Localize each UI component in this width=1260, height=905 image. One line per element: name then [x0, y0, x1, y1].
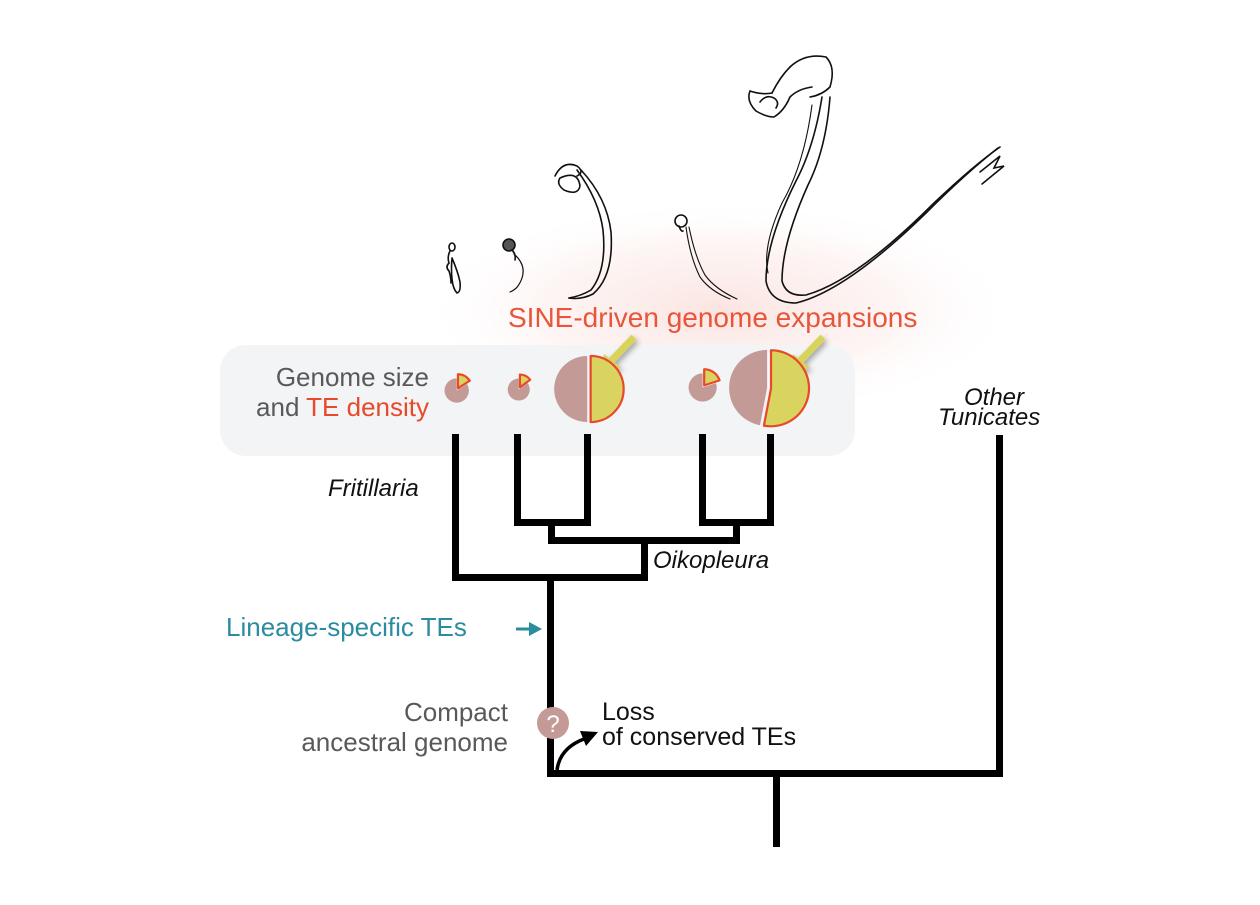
organism-icon-oikopleura-1 [502, 238, 524, 293]
organism-icon-oikopleura-4 [748, 55, 1005, 304]
pie-genome-slice [729, 349, 768, 426]
compact-genome-line2: ancestral genome [301, 727, 508, 757]
phylogenetic-tree [452, 434, 1003, 847]
clade-label-other-line2: Tunicates [938, 404, 1041, 431]
genome-pie-5 [729, 349, 811, 428]
clade-label-fritillaria: Fritillaria [328, 475, 419, 502]
lineage-specific-label: Lineage-specific TEs [226, 612, 467, 642]
legend-and: and [256, 392, 307, 422]
pie-te-slice [589, 354, 625, 424]
question-mark-text: ? [546, 711, 559, 738]
loss-label-line2: of conserved TEs [602, 723, 797, 751]
organism-icon-oikopleura-3 [674, 214, 738, 300]
loss-label-line1: Loss [602, 698, 655, 726]
pie-te-slice [456, 373, 471, 390]
genome-pie-1 [444, 373, 471, 403]
branch-other-tunicates [996, 435, 1003, 777]
branch-fritillaria [452, 434, 459, 581]
node-stem-oikopleura [641, 537, 648, 581]
node-stem-left [548, 519, 555, 544]
organism-icon-fritillaria [446, 242, 461, 294]
branch-tip-2 [514, 434, 521, 526]
loss-arrow-icon [555, 731, 598, 771]
pie-te-slice [703, 368, 721, 387]
pie-genome-slice [688, 373, 717, 402]
pie-te-slice [762, 349, 811, 428]
organism-icon-oikopleura-2 [554, 163, 613, 300]
branch-tip-5 [767, 434, 774, 526]
legend-line-1: Genome size [275, 362, 429, 392]
pie-te-slice [518, 373, 532, 389]
genome-pie-2 [507, 373, 532, 401]
pie-genome-slice [444, 378, 469, 403]
branch-appendicularia-stem [547, 574, 554, 777]
sine-expansion-label: SINE-driven genome expansions [508, 302, 918, 333]
legend-line-2: and TE density [256, 392, 429, 423]
question-mark-badge: ? [537, 707, 569, 739]
branch-tip-3 [584, 434, 591, 526]
branch-tip-4 [699, 434, 706, 526]
clade-label-other-line1: Other [964, 384, 1025, 411]
node-stem-right [733, 519, 740, 544]
clade-label-oikopleura: Oikopleura [653, 547, 770, 574]
legend-panel [220, 345, 855, 456]
pie-genome-slice [507, 378, 530, 401]
genome-pie-4 [688, 368, 721, 402]
genome-pie-3 [554, 354, 625, 424]
branch-root [773, 770, 780, 847]
genome-pies [444, 349, 811, 428]
organism-drawings [446, 55, 1005, 304]
legend-te-density: TE density [306, 392, 429, 422]
lineage-arrow-icon [516, 622, 542, 636]
compact-genome-line1: Compact [403, 697, 508, 727]
pie-genome-slice [554, 355, 588, 423]
